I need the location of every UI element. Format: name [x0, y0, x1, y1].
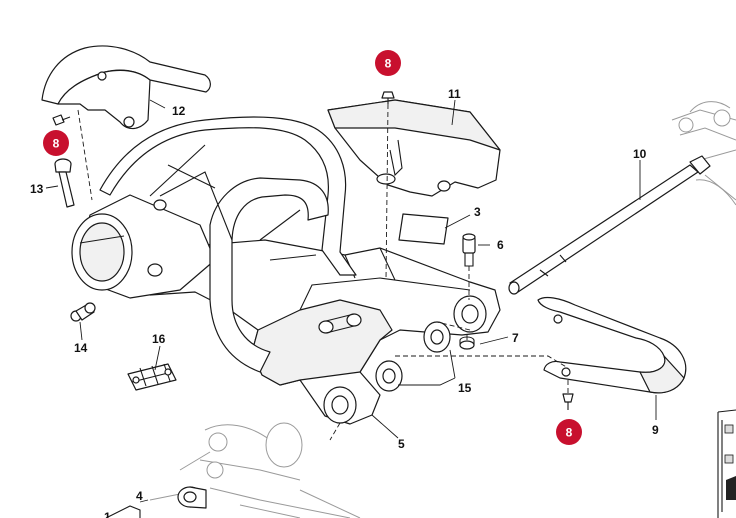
callout-12: 12 — [172, 104, 186, 118]
background-linkage-bottom — [149, 422, 361, 518]
callout-9: 9 — [652, 423, 659, 437]
badge-8-left: 8 — [43, 130, 69, 156]
callout-6: 6 — [497, 238, 504, 252]
pivot-housing — [71, 194, 216, 299]
callout-11: 11 — [448, 87, 461, 101]
leader-lines — [45, 99, 657, 503]
assembly-lines — [77, 103, 569, 441]
cover-11 — [327, 99, 501, 197]
spindle-10 — [508, 155, 711, 295]
fitting-14 — [70, 302, 96, 322]
bolt-8-top — [381, 91, 395, 104]
callout-16: 16 — [152, 332, 166, 346]
chain-slider-9 — [537, 296, 687, 394]
callout-15: 15 — [458, 381, 472, 395]
nut-7 — [459, 336, 475, 350]
callout-1: 1 — [104, 510, 111, 518]
badge-8-left-label: 8 — [53, 137, 60, 151]
badge-8-top-label: 8 — [385, 57, 392, 71]
callout-13: 13 — [30, 182, 44, 196]
pad-3 — [398, 213, 449, 245]
badge-8-top: 8 — [375, 50, 401, 76]
chain-16 — [127, 363, 177, 391]
callout-7: 7 — [512, 331, 519, 345]
bushing-1-part — [105, 505, 141, 518]
badge-8-bottom: 8 — [556, 419, 582, 445]
background-plate-right — [717, 409, 736, 518]
bolt-8-bottom — [562, 393, 574, 410]
bushing-4-part — [177, 486, 207, 509]
chain-guard-12 — [41, 45, 211, 130]
callout-10: 10 — [633, 147, 647, 161]
bolt-8-left — [52, 114, 71, 126]
background-frame-right — [671, 101, 736, 206]
callouts: 11 12 10 13 3 6 7 14 16 15 5 9 4 1 — [30, 87, 659, 518]
washers-15 — [375, 321, 451, 392]
badge-8-bottom-label: 8 — [566, 426, 573, 440]
callout-5: 5 — [398, 437, 405, 451]
bolt-13 — [54, 158, 75, 208]
bolt-6 — [462, 233, 476, 267]
tubular-frame — [99, 116, 357, 373]
callout-4: 4 — [136, 489, 143, 503]
callout-14: 14 — [74, 341, 88, 355]
callout-3: 3 — [474, 205, 481, 219]
